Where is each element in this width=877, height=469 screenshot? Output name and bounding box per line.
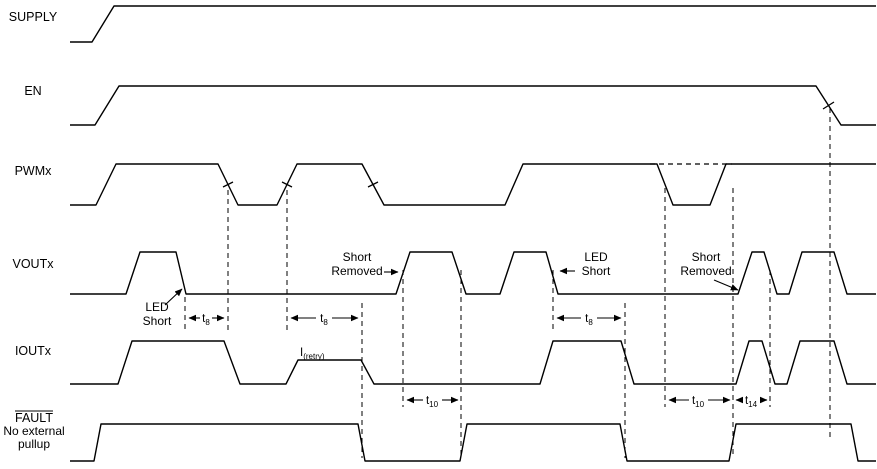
led-short-label-line1: LED xyxy=(145,300,169,314)
edge-ticks xyxy=(222,101,835,188)
annotations: LED Short t8 t8 I(retry) Short Removed xyxy=(143,250,768,409)
short-removed-label-line1: Short xyxy=(692,250,721,264)
short-removed-label-line2: Removed xyxy=(331,264,382,278)
short-removed-annotation-2: Short Removed xyxy=(680,250,739,291)
signal-label-fault: FAULT xyxy=(15,411,53,425)
t10-measure-2: t10 xyxy=(668,395,731,409)
short-removed-label-line2: Removed xyxy=(680,264,731,278)
t10-measure-1: t10 xyxy=(406,395,459,409)
t14-label: t14 xyxy=(745,395,758,409)
t8-label: t8 xyxy=(585,313,593,327)
signal-label-voutx: VOUTx xyxy=(13,257,55,271)
t8-label: t8 xyxy=(320,313,328,327)
fault-note-line1: No external xyxy=(3,424,64,438)
signal-label-ioutx: IOUTx xyxy=(15,344,52,358)
t10-label: t10 xyxy=(426,395,439,409)
pwmx-waveform xyxy=(70,163,876,206)
t8-label: t8 xyxy=(202,313,210,327)
short-removed-arrow xyxy=(713,279,739,291)
fault-note-line2: pullup xyxy=(18,437,50,451)
signal-labels: SUPPLY EN PWMx VOUTx IOUTx FAULT No exte… xyxy=(3,10,64,451)
led-short-label-line2: Short xyxy=(582,264,611,278)
t14-measure: t14 xyxy=(735,395,768,409)
t8-measure-1: t8 xyxy=(188,313,225,327)
led-short-arrow xyxy=(164,288,183,306)
pwmx-rise2-tick xyxy=(281,181,293,188)
signal-label-pwmx: PWMx xyxy=(15,164,53,178)
t10-label: t10 xyxy=(692,395,705,409)
led-short-annotation-1: LED Short xyxy=(143,288,183,328)
t8-measure-2: t8 xyxy=(290,313,359,327)
short-removed-label-line1: Short xyxy=(343,250,372,264)
led-short-label-line2: Short xyxy=(143,314,172,328)
ioutx-waveform xyxy=(70,340,876,385)
short-removed-annotation-1: Short Removed xyxy=(331,250,399,278)
waveforms xyxy=(70,5,876,462)
t8-measure-3: t8 xyxy=(556,313,622,327)
led-short-label-line1: LED xyxy=(584,250,608,264)
pwmx-fall2-tick xyxy=(367,181,379,188)
led-short-annotation-2: LED Short xyxy=(559,250,611,278)
timing-guides xyxy=(184,108,831,458)
en-fall-tick xyxy=(822,101,835,110)
pwmx-fall1-tick xyxy=(222,181,234,188)
i-retry-label: I(retry) xyxy=(300,347,325,361)
supply-waveform xyxy=(70,5,876,43)
fault-waveform xyxy=(70,423,876,462)
signal-label-en: EN xyxy=(24,84,41,98)
voutx-waveform xyxy=(70,251,876,295)
signal-label-supply: SUPPLY xyxy=(9,10,58,24)
en-waveform xyxy=(70,85,876,126)
